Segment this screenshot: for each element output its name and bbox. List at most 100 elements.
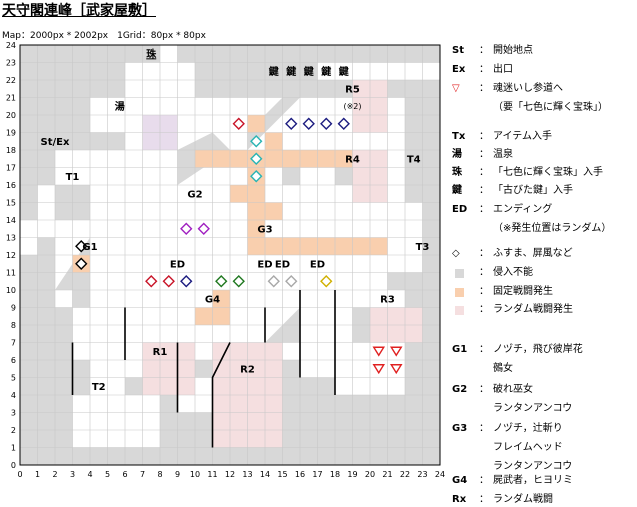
legend-key: G2 bbox=[452, 384, 468, 395]
exit-triangle-icon bbox=[389, 364, 403, 375]
walkable-area bbox=[160, 45, 178, 63]
legend-key: Ex bbox=[452, 64, 466, 75]
legend-separator: ： bbox=[479, 204, 489, 215]
legend-text: 温泉 bbox=[493, 149, 513, 160]
map-title: 天守閣連峰［武家屋敷］ bbox=[2, 3, 156, 19]
y-tick-label: 4 bbox=[11, 391, 16, 400]
legend-text: 屍武者，ヒヨリミ bbox=[493, 475, 573, 486]
fixed-battle-area bbox=[265, 202, 283, 220]
y-tick-label: 22 bbox=[6, 76, 16, 85]
x-tick-label: 6 bbox=[122, 470, 127, 479]
y-tick-label: 7 bbox=[11, 339, 16, 348]
legend-key: St bbox=[452, 45, 464, 56]
x-tick-label: 23 bbox=[417, 470, 427, 479]
y-tick-label: 23 bbox=[6, 59, 16, 68]
legend-text: 開始地点 bbox=[493, 45, 533, 56]
y-tick-label: 15 bbox=[6, 199, 16, 208]
door-diamond-icon bbox=[180, 275, 193, 288]
wall-segment bbox=[211, 342, 231, 448]
legend-separator: ： bbox=[479, 384, 489, 395]
key-label: 鍵 bbox=[339, 65, 349, 78]
walkable-area bbox=[55, 290, 73, 308]
ending-label: ED bbox=[275, 259, 290, 270]
treasure-label-t3: T3 bbox=[416, 242, 430, 253]
door-diamond-icon bbox=[75, 240, 88, 253]
door-diamond-icon bbox=[250, 135, 263, 148]
y-tick-label: 3 bbox=[11, 409, 16, 418]
fixed-battle-label-g4: G4 bbox=[205, 294, 220, 305]
legend-text: 「古びた鍵」入手 bbox=[493, 185, 573, 196]
key-label: 鍵 bbox=[286, 65, 296, 78]
fixed-battle-area bbox=[265, 132, 283, 150]
y-tick-label: 18 bbox=[6, 146, 16, 155]
ending-label: ED bbox=[310, 259, 325, 270]
x-tick-label: 13 bbox=[242, 470, 252, 479]
y-tick-label: 2 bbox=[11, 426, 16, 435]
legend-separator: ： bbox=[479, 475, 489, 486]
legend-text-continued: （※発生位置はランダム） bbox=[493, 223, 612, 234]
y-tick-label: 11 bbox=[6, 269, 16, 278]
exit-triangle-icon bbox=[389, 346, 403, 357]
fixed-battle-label-g3: G3 bbox=[257, 224, 272, 235]
y-tick-label: 9 bbox=[11, 304, 16, 313]
y-tick-label: 20 bbox=[6, 111, 16, 120]
walkable-area bbox=[72, 395, 160, 448]
legend-text: 侵入不能 bbox=[493, 267, 533, 278]
legend-separator: ： bbox=[479, 423, 489, 434]
door-diamond-icon bbox=[75, 257, 88, 270]
ending-label: ED bbox=[257, 259, 272, 270]
x-tick-label: 14 bbox=[260, 470, 270, 479]
legend-separator: ： bbox=[479, 185, 489, 196]
y-tick-label: 10 bbox=[6, 286, 16, 295]
random-battle-area bbox=[142, 342, 195, 395]
legend-text: ノヅチ，飛び彼岸花 bbox=[493, 344, 583, 355]
legend-separator: ： bbox=[479, 131, 489, 142]
fixed-battle-area bbox=[247, 115, 265, 133]
x-tick-label: 2 bbox=[52, 470, 57, 479]
x-tick-label: 3 bbox=[70, 470, 75, 479]
x-tick-label: 4 bbox=[87, 470, 92, 479]
key-label: 鍵 bbox=[321, 65, 331, 78]
start-exit-label: St/Ex bbox=[41, 137, 70, 148]
y-tick-label: 8 bbox=[11, 321, 16, 330]
r5-note-label: (※2) bbox=[343, 102, 361, 111]
legend-key: ◇ bbox=[452, 248, 460, 259]
door-diamond-icon bbox=[197, 222, 210, 235]
legend-separator: ： bbox=[479, 149, 489, 160]
fixed-battle-label-g1: G1 bbox=[82, 242, 97, 253]
door-diamond-icon bbox=[285, 275, 298, 288]
walkable-area bbox=[317, 62, 440, 80]
x-tick-label: 19 bbox=[347, 470, 357, 479]
door-diamond-icon bbox=[320, 275, 333, 288]
fixed-battle-label-g2: G2 bbox=[187, 189, 202, 200]
x-tick-label: 22 bbox=[400, 470, 410, 479]
key-label: 鍵 bbox=[304, 65, 314, 78]
key-label: 鍵 bbox=[269, 65, 279, 78]
random-battle-label-r2: R2 bbox=[240, 364, 255, 375]
legend-text: アイテム入手 bbox=[493, 131, 552, 142]
legend-key: G1 bbox=[452, 344, 468, 355]
pearl-label: 珠 bbox=[146, 47, 157, 60]
grid-lines bbox=[19, 44, 441, 466]
blocked-slope bbox=[247, 97, 300, 150]
legend-separator: ： bbox=[479, 64, 489, 75]
treasure-label-t2: T2 bbox=[92, 382, 106, 393]
x-tick-label: 11 bbox=[207, 470, 217, 479]
y-tick-label: 24 bbox=[6, 41, 16, 50]
door-diamond-icon bbox=[180, 222, 193, 235]
y-tick-label: 19 bbox=[6, 129, 16, 138]
legend-separator: ： bbox=[479, 494, 489, 505]
x-tick-label: 1 bbox=[35, 470, 40, 479]
x-tick-label: 15 bbox=[277, 470, 287, 479]
legend-text-continued: （要「七色に輝く宝珠」） bbox=[493, 102, 608, 113]
legend-text: 固定戦闘発生 bbox=[493, 286, 553, 297]
legend-key: ED bbox=[452, 204, 468, 215]
y-tick-label: 21 bbox=[6, 94, 16, 103]
random-battle-label-r1: R1 bbox=[153, 347, 168, 358]
y-tick-label: 13 bbox=[6, 234, 16, 243]
y-tick-label: 17 bbox=[6, 164, 16, 173]
x-tick-label: 24 bbox=[435, 470, 445, 479]
walkable-area bbox=[72, 307, 90, 360]
